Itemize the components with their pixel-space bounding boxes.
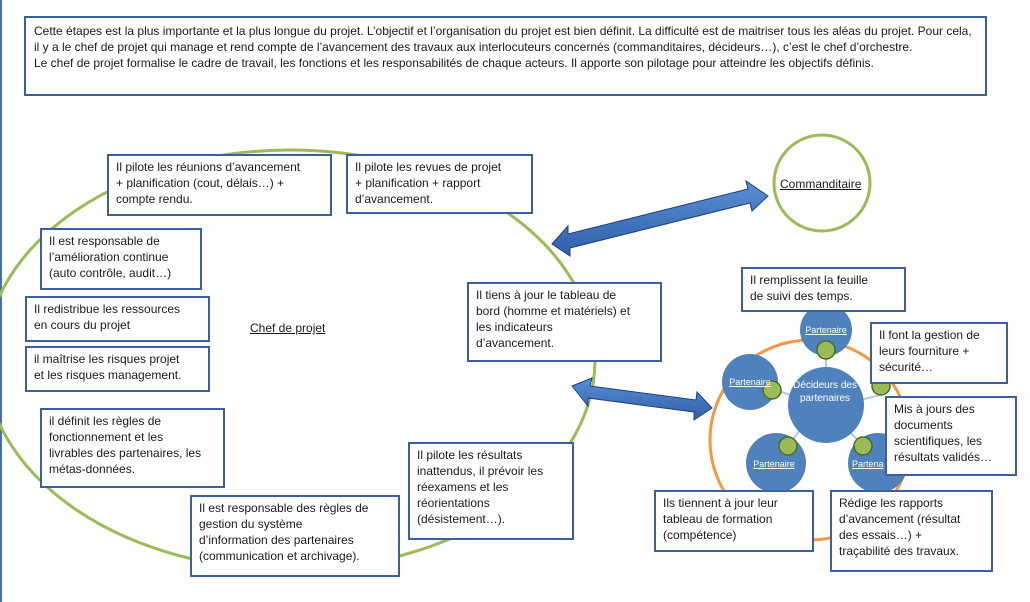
- partner-node-label: Partenaire: [805, 325, 847, 335]
- box-rapports: Rédige les rapports d’avancement (résult…: [830, 490, 993, 572]
- intro-paragraph-2: Le chef de projet formalise le cadre de …: [34, 56, 874, 70]
- partner-node-label: Partenaire: [729, 377, 771, 387]
- box-tableau-bord: Il tiens à jour le tableau de bord (homm…: [467, 282, 662, 362]
- intro-paragraph-1: Cette étapes est la plus importante et l…: [34, 24, 972, 54]
- box-revues: Il pilote les revues de projet + planifi…: [346, 154, 533, 214]
- box-regles-fonctionnement: il définit les règles de fonctionnement …: [40, 408, 225, 488]
- commanditaire-label: Commanditaire: [780, 177, 862, 191]
- page-left-border: [0, 0, 2, 602]
- box-fournitures: Il font la gestion de leurs fourniture +…: [870, 322, 1008, 384]
- partner-dot: [816, 340, 836, 360]
- partner-node-label: Partenaire: [753, 459, 795, 469]
- box-documents: Mis à jours des documents scientifiques,…: [885, 396, 1017, 476]
- chef-projet-label: Chef de projet: [250, 321, 326, 335]
- box-reunions: Il pilote les réunions d’avancement + pl…: [107, 154, 332, 216]
- box-resultats-inattendus: Il pilote les résultats inattendus, il p…: [408, 442, 574, 540]
- intro-text-box: Cette étapes est la plus importante et l…: [24, 16, 987, 96]
- partner-node-top: [800, 304, 852, 356]
- double-arrow-partenaires: [571, 377, 713, 421]
- box-suivi-temps: Il remplissent la feuille de suivi des t…: [741, 267, 906, 312]
- box-ressources: Il redistribue les ressources en cours d…: [25, 296, 210, 342]
- commanditaire-circle: [772, 133, 872, 233]
- center-node: [788, 367, 864, 443]
- partner-node-left: [722, 354, 778, 410]
- box-formation: Ils tiennent à jour leur tableau de form…: [654, 490, 814, 552]
- box-systeme-information: Il est responsable des règles de gestion…: [190, 495, 400, 577]
- partner-dot: [778, 436, 798, 456]
- partner-node-label: Partena: [852, 459, 884, 469]
- partner-dot: [762, 380, 782, 400]
- center-node-label: Décideurs des partenaires: [793, 380, 857, 404]
- double-arrow-commanditaire: [551, 179, 769, 257]
- partner-dot: [853, 436, 873, 456]
- box-risques: il maîtrise les risques projet et les ri…: [25, 346, 210, 392]
- box-amelioration: Il est responsable de l’amélioration con…: [40, 228, 202, 290]
